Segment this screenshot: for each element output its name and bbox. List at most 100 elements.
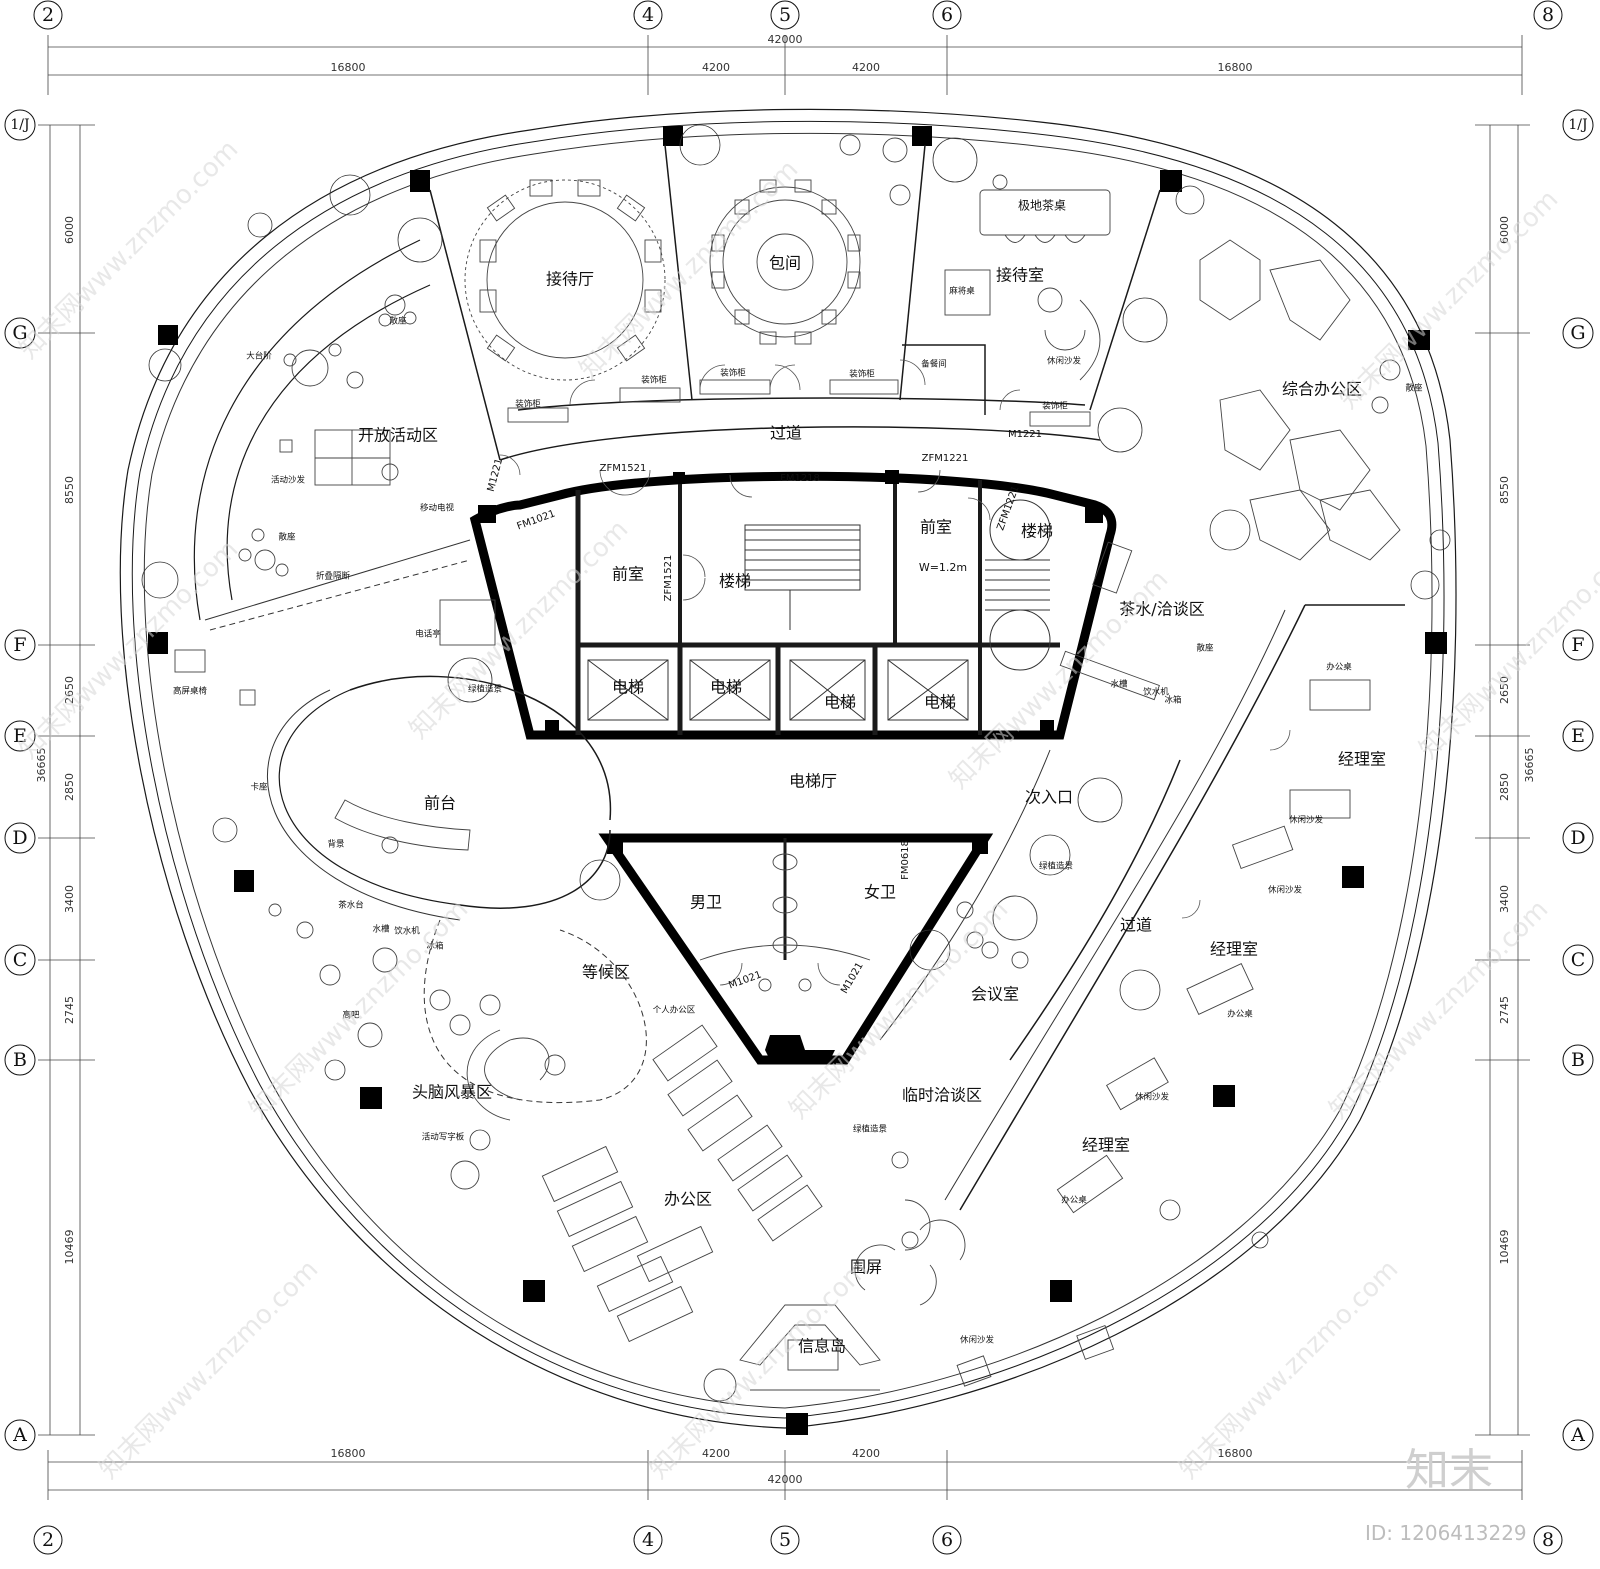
dim-bottom-1: 16800: [331, 1447, 366, 1460]
axis-label: 6: [941, 1529, 953, 1551]
axis-right-a: A: [1562, 1419, 1594, 1451]
small-leisure-sofa-2: 休闲沙发: [1289, 815, 1324, 826]
watermark-text: 知末网www.znzmo.com: [1324, 894, 1555, 1125]
small-personal-office: 个人办公区: [653, 1005, 696, 1016]
elevator-cars: [587, 659, 969, 721]
axis-label: E: [1571, 725, 1585, 747]
right-manager-zone: [879, 541, 1405, 1387]
dim-left-1: 6000: [63, 216, 76, 244]
office-desks: [541, 1024, 823, 1343]
dim-left-7: 10469: [63, 1230, 76, 1265]
axis-label: D: [1570, 827, 1585, 849]
reception-chairs: [479, 179, 662, 362]
axis-right-d: D: [1562, 822, 1594, 854]
dim-bottom-3: 4200: [852, 1447, 880, 1460]
dim-overall-top: 42000: [768, 33, 803, 46]
small-deco-cabinet-3: 装饰柜: [720, 368, 746, 379]
axis-label: 2: [42, 1529, 54, 1551]
column: [360, 1087, 382, 1109]
screen-enclosure: [854, 1199, 966, 1306]
door-code: M1021: [727, 969, 763, 991]
axis-left-a: A: [4, 1419, 36, 1451]
axis-bottom-2: 2: [33, 1525, 63, 1555]
small-tea-counter: 茶水台: [338, 900, 364, 911]
small-mahjong-table: 麻将桌: [949, 286, 975, 297]
label-manager-2: 经理室: [1210, 940, 1258, 959]
label-elevator-2: 电梯: [710, 678, 742, 697]
private-room-chairs: [711, 179, 861, 345]
small-office-desk-2: 办公桌: [1227, 1009, 1253, 1020]
label-waiting-area: 等候区: [582, 963, 630, 982]
column: [523, 1280, 545, 1302]
watermark-text: 知末网www.znzmo.com: [94, 1254, 325, 1485]
label-elevator-hall: 电梯厅: [789, 772, 837, 791]
axis-label: E: [13, 725, 27, 747]
room-labels: 接待厅 包间 接待室 极地茶桌 开放活动区 过道 综合办公区 前室 楼梯 前室 …: [358, 198, 1386, 1356]
small-leisure-sofa-5: 休闲沙发: [960, 1335, 995, 1346]
column: [1160, 170, 1182, 192]
small-green-feature-2: 绿植造景: [1039, 861, 1073, 872]
axis-label: 4: [642, 4, 654, 26]
building-outline: [119, 108, 1457, 1429]
axis-left-1j: 1/J: [4, 109, 36, 141]
small-water-dispenser-2: 饮水机: [1143, 687, 1169, 698]
dim-right-5: 3400: [1498, 885, 1511, 913]
small-high-stool: 高吧: [342, 1010, 360, 1021]
small-scatter-seat-2: 散座: [278, 532, 296, 543]
axis-label: 5: [779, 4, 791, 26]
axis-label: 1/J: [10, 117, 29, 133]
small-scatter-seat-3: 散座: [1405, 383, 1423, 394]
small-leisure-sofa-3: 休闲沙发: [1268, 885, 1303, 896]
label-office-area: 办公区: [664, 1190, 712, 1209]
label-general-office: 综合办公区: [1282, 380, 1362, 399]
axis-label: F: [1571, 634, 1584, 656]
axis-label: D: [12, 827, 27, 849]
watermark-id: ID: 1206413229: [1365, 1521, 1527, 1545]
door-code: ZFM1521: [600, 463, 647, 474]
small-folding-partition: 折叠隔断: [316, 571, 351, 582]
small-office-desk-1: 办公桌: [1326, 662, 1352, 673]
axis-right-b: B: [1562, 1044, 1594, 1076]
stair-details: [744, 499, 1051, 671]
small-deco-cabinet-4: 装饰柜: [849, 369, 875, 380]
label-reception-room: 接待室: [996, 266, 1044, 285]
reception-hall-table: [464, 179, 666, 381]
small-deco-cabinet-2: 装饰柜: [641, 375, 667, 386]
brainstorm-seating: [268, 903, 737, 1402]
label-meeting-room: 会议室: [971, 985, 1019, 1004]
stair-left-treads: [744, 524, 861, 630]
label-stairs-left: 楼梯: [719, 572, 751, 591]
axis-label: 1/J: [1568, 117, 1587, 133]
decor-cabinets: [507, 379, 1091, 427]
small-deco-cabinet-5: 装饰柜: [1042, 401, 1068, 412]
label-info-island: 信息岛: [798, 1337, 846, 1356]
door-code: FM1021: [516, 508, 557, 532]
axis-top-8: 8: [1533, 0, 1563, 30]
open-activity-area: [174, 239, 496, 706]
small-card-seat: 卡座: [250, 782, 268, 793]
right-dimension-text: 6000 8550 2650 2850 3400 2745 10469 3666…: [1498, 216, 1536, 1265]
left-dimension-text: 6000 8550 2650 2850 3400 2745 10469 3666…: [35, 216, 76, 1265]
reception-room-furniture: [839, 134, 1111, 381]
general-office-desks: [1199, 239, 1401, 561]
small-high-screen-seat: 高屏桌椅: [173, 686, 208, 697]
label-tea-table: 极地茶桌: [1018, 198, 1066, 213]
watermark-text: 知末网www.znzmo.com: [1334, 184, 1565, 415]
axis-label: C: [1571, 949, 1586, 971]
axis-left-f: F: [4, 629, 36, 661]
label-corridor-right: 过道: [1120, 916, 1152, 935]
dim-left-2: 8550: [63, 476, 76, 504]
watermark-text: 知末网www.znzmo.com: [1174, 1254, 1405, 1485]
door-code: FM0618: [900, 840, 911, 880]
small-phone-booth: 电话亭: [415, 629, 441, 640]
small-labels: 散座 大台阶 活动沙发 移动电视 散座 折叠隔断 装饰柜 装饰柜 装饰柜 装饰柜…: [173, 286, 1423, 1346]
axis-markers: 2 4 5 6 8 2 4 5 6 8 1/J G F E D C B A 1/…: [4, 0, 1594, 1555]
axis-bottom-4: 4: [633, 1525, 663, 1555]
label-anteroom-right: 前室: [920, 518, 952, 537]
dim-left-5: 3400: [63, 885, 76, 913]
restroom-core: [598, 833, 994, 1065]
label-elevator-4: 电梯: [924, 693, 956, 712]
info-island: [739, 1304, 881, 1391]
column: [1050, 1280, 1072, 1302]
